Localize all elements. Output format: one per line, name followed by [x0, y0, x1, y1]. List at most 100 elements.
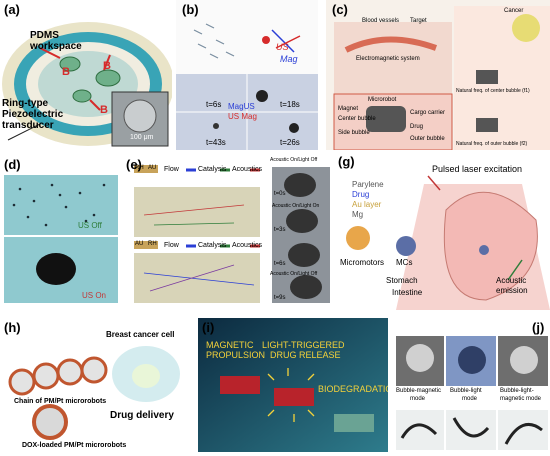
acoustic-on-label: Acoustic On/Light On [272, 203, 320, 209]
magnetic-label: MAGNETIC [206, 340, 254, 350]
bubble-light-magnetic-label: Bubble-light- [500, 388, 534, 394]
time-label-43s: t=43s [206, 138, 226, 147]
bubble-magnetic-label: Bubble-magnetic [396, 388, 442, 394]
transducer-label: transducer [2, 120, 54, 131]
panel-c: (c) Blood vessels Target Electromagnetic… [326, 0, 550, 150]
flow-label-2: Flow [164, 242, 179, 249]
panel-h: (h) Breast cancer cell Chain of PM/Pt mi… [0, 318, 196, 456]
us-off-label: US Off [78, 221, 102, 230]
cargo-carrier-label: Cargo carrier [410, 110, 446, 116]
target-label: Target [410, 18, 427, 24]
panel-a-figure [2, 22, 172, 147]
time-label-6s: t=6s [206, 100, 222, 109]
rh-label-2: RH [148, 241, 157, 247]
au-layer-label: Au layer [352, 200, 382, 209]
micromotors-label: Micromotors [340, 258, 385, 267]
panel-b: (b) US Mag t=6s t=18s t=43s t=26s MagUS … [176, 0, 318, 150]
b-label-1: B [62, 66, 70, 78]
biodegradation-label: BIODEGRADATION [318, 384, 388, 394]
panel-i-figure [198, 318, 388, 452]
panel-d: (d) US Off US On [0, 155, 120, 305]
intestine-label: Intestine [392, 288, 423, 297]
emission-label: emission [496, 286, 528, 295]
au-label-2: AU [135, 241, 144, 247]
b-label-2: B [103, 60, 111, 72]
panel-b-figure [176, 0, 318, 150]
cancer-label: Cancer [504, 8, 524, 14]
drug-release-label: DRUG RELEASE [270, 350, 341, 360]
panel-g-label: (g) [338, 154, 355, 169]
us-label: US [276, 42, 289, 52]
panel-e: (e) RH AU Flow Catalysis Acoustics AU RH… [124, 155, 334, 305]
side-bubble-label: Side bubble [338, 130, 370, 136]
panel-g-figure [346, 175, 550, 310]
drug-label: Drug [352, 190, 370, 199]
natural-freq-outer-label: Natural freq. of outer bubble (f2) [456, 141, 528, 147]
panel-c-label: (c) [332, 2, 348, 17]
us-mag-label: US Mag [228, 112, 257, 121]
microrobot-label: Microrobot [368, 97, 397, 103]
drug-delivery-label: Drug delivery [110, 410, 174, 421]
us-on-label: US On [82, 291, 107, 300]
catalysis-label-2: Catalysis [198, 242, 227, 249]
chain-label: Chain of PM/Pt microrobots [14, 398, 107, 405]
electromagnetic-label: Electromagnetic system [356, 56, 420, 62]
acoustic-off-label-2: Acoustic On/Light Off [270, 271, 318, 277]
mag-label: Mag [280, 54, 298, 64]
mg-label: Mg [352, 210, 364, 219]
panel-a-label: (a) [4, 2, 20, 17]
blood-vessels-label: Blood vessels [362, 18, 400, 24]
panel-i-label: (i) [202, 320, 215, 335]
magus-label: MagUS [228, 102, 255, 111]
panel-a: (a) PDMS workspace B B B Ring-type Piezo… [0, 0, 172, 150]
panel-b-label: (b) [182, 2, 199, 17]
acoustics-label-2: Acoustics [232, 242, 262, 249]
au-label: AU [148, 165, 157, 171]
time-label-26s: t=26s [280, 138, 300, 147]
propulsion-label: PROPULSION [206, 350, 266, 360]
bubble-light-label: Bubble-light [450, 388, 482, 394]
flow-label: Flow [164, 166, 179, 173]
magnet-label: Magnet [338, 106, 359, 112]
catalysis-label: Catalysis [198, 166, 227, 173]
bubble-magnetic-mode-label: mode [410, 396, 426, 402]
rh-label: RH [135, 165, 144, 171]
pdms-workspace-label: PDMS workspace [30, 30, 82, 52]
panel-h-figure [8, 346, 180, 440]
acoustic-off-label: Acoustic On/Light Off [270, 157, 318, 163]
panel-i: (i) MAGNETIC PROPULSION LIGHT-TRIGGERED … [198, 318, 388, 452]
magnetic-mode-label: magnetic mode [500, 396, 542, 402]
drug-label: Drug [410, 124, 424, 130]
pulsed-laser-label: Pulsed laser excitation [432, 164, 523, 174]
stomach-label: Stomach [386, 276, 418, 285]
panel-j-figure [396, 336, 548, 450]
ring-type-label: Ring-type [2, 98, 49, 109]
bubble-light-mode-label: mode [462, 396, 478, 402]
b-label-3: B [100, 104, 108, 116]
mcs-label: MCs [396, 258, 413, 267]
piezoelectric-label: Piezoelectric [2, 109, 64, 120]
panel-j-label: (j) [532, 320, 545, 335]
outer-bubble-label: Outer bubble [410, 136, 445, 142]
panel-e-figure [134, 165, 330, 303]
panel-d-label: (d) [4, 157, 21, 172]
parylene-label: Parylene [352, 180, 384, 189]
time-label-18s: t=18s [280, 100, 300, 109]
panel-h-label: (h) [4, 320, 21, 335]
acoustic-label: Acoustic [496, 276, 527, 285]
breast-cancer-label: Breast cancer cell [106, 330, 175, 339]
acoustics-label: Acoustics [232, 166, 262, 173]
t6-label: t=6s [274, 261, 286, 267]
t9-label: t=9s [274, 295, 286, 301]
panel-j: (j) Bubble-magnetic mode Bubble-light mo… [392, 318, 550, 452]
dox-label: DOX-loaded PM/Pt microrobots [22, 442, 127, 449]
panel-d-figure [4, 175, 118, 303]
light-triggered-label: LIGHT-TRIGGERED [262, 340, 345, 350]
panel-g: (g) Parylene Drug Au layer Mg Pulsed las… [336, 150, 550, 310]
scale-bar-label: 100 μm [130, 134, 154, 141]
panel-c-figure [326, 0, 550, 150]
t0-label: t=0s [274, 191, 286, 197]
t3-label: t=3s [274, 227, 286, 233]
natural-freq-center-label: Natural freq. of center bubble (f1) [456, 88, 530, 94]
panel-e-label: (e) [126, 157, 142, 172]
